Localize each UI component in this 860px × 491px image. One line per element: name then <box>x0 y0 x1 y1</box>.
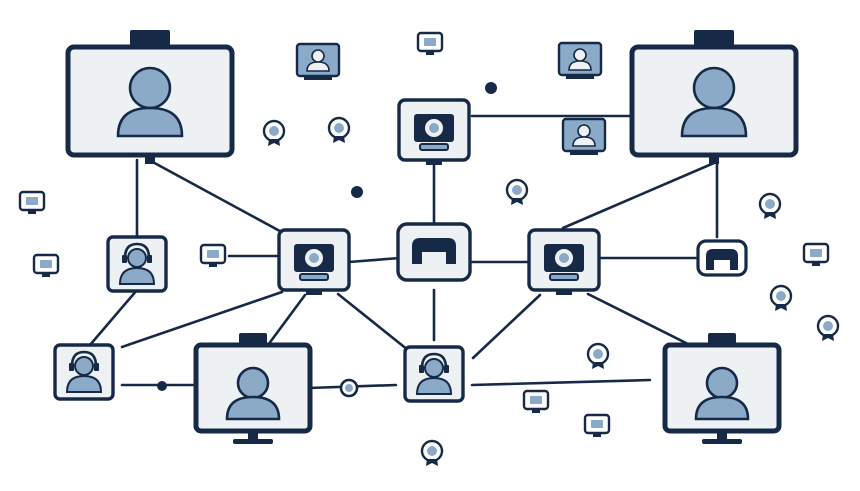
badge-pin-icon <box>586 342 610 371</box>
monitor-top-left <box>68 30 232 164</box>
badge-pin-icon <box>327 116 351 145</box>
camera-chip-icon <box>522 389 550 415</box>
link-node-dots <box>157 82 497 398</box>
badge-pin-icon <box>262 119 286 148</box>
webcam-mid-right <box>527 228 601 297</box>
headset-tile-bottom-left <box>53 343 115 401</box>
monitor-bottom-right <box>665 333 779 444</box>
headset-tile-left <box>106 235 168 293</box>
webcam-mid-left <box>277 228 351 297</box>
monitor-top-right <box>632 30 796 164</box>
badge-pin-icon <box>769 284 793 313</box>
camera-chip-icon <box>32 253 60 279</box>
avatar-card-icon <box>295 42 341 82</box>
badge-pin-icon <box>758 192 782 221</box>
camera-chip-icon <box>583 413 611 439</box>
connector-node-right <box>696 239 748 277</box>
monitor-bottom-center <box>196 333 310 444</box>
camera-chip-icon <box>802 242 830 268</box>
camera-chip-icon <box>416 31 444 57</box>
network-links <box>88 114 719 390</box>
avatar-card-icon <box>561 117 607 157</box>
avatar-card-icon <box>557 41 603 81</box>
headset-tile-bottom-center <box>403 345 465 403</box>
camera-chip-icon <box>199 243 227 269</box>
webcam-top-center <box>397 98 471 167</box>
badge-pin-icon <box>420 439 444 468</box>
headset-hub-center <box>396 222 472 282</box>
badge-pin-icon <box>505 178 529 207</box>
camera-chip-icon <box>18 190 46 216</box>
badge-pin-icon <box>816 314 840 343</box>
